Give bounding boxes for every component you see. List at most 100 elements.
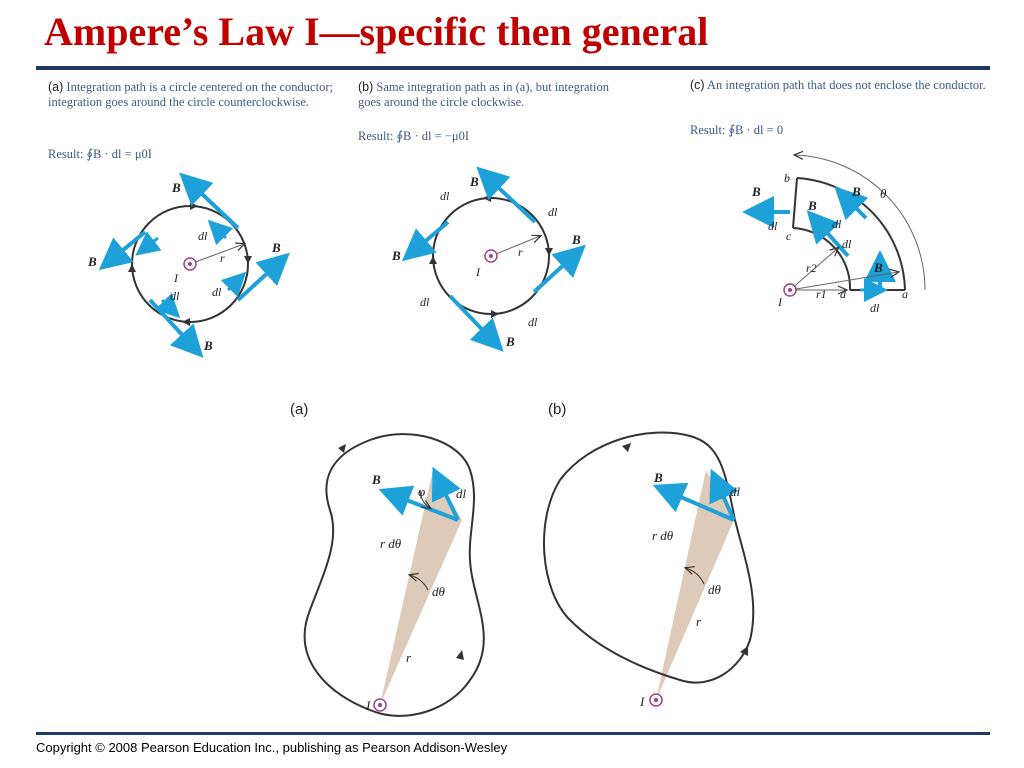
panel-a-dl-label: dl: [170, 289, 180, 303]
panel-b-b-vector: [448, 294, 504, 352]
panel-a-dl-label: dl: [198, 229, 208, 243]
panel-c-caption-text: An integration path that does not enclos…: [707, 78, 986, 92]
panel-c-figure: B B B B dl dl dl dl θ b c d a r2 r1 I: [742, 155, 926, 315]
lower-a-i-label: I: [365, 698, 371, 713]
panel-b-caption-text: Same integration path as in (a), but int…: [358, 80, 609, 109]
lower-b-path: [543, 431, 755, 684]
panel-b-b-vector: [532, 244, 586, 294]
panel-c-point-c: c: [786, 229, 792, 243]
panel-a-b-vector: [236, 252, 290, 302]
top-divider: [36, 66, 990, 70]
lower-b-dl-vector: [709, 468, 739, 521]
lower-b-b-label: B: [653, 470, 663, 485]
panel-c-b-label: B: [751, 184, 761, 199]
panel-c-b-label: B: [851, 184, 861, 199]
panel-c-dl-label: dl: [832, 217, 842, 231]
panel-a-caption-text: Integration path is a circle centered on…: [48, 80, 333, 109]
lower-a-dtheta-arc: [410, 575, 429, 591]
lower-a-b-label: B: [371, 472, 381, 487]
panel-a-label: (a): [48, 80, 64, 94]
panel-a-b-label: B: [171, 180, 181, 195]
panel-a-direction-arrow: [182, 318, 190, 326]
panel-a-result: Result: ∮B · dl = μ0I: [48, 147, 152, 161]
panel-b-b-vector: [401, 220, 450, 262]
panel-a-dl-vector: [154, 292, 181, 319]
panel-b-dl-label: dl: [420, 295, 430, 309]
panel-b-radius: [490, 236, 540, 257]
panel-c-theta-arc: [795, 155, 926, 291]
panel-c-b-label: B: [873, 260, 883, 275]
panel-a-dl-vector: [135, 231, 162, 256]
lower-b-direction-arrow: [622, 443, 631, 452]
panel-c-dl-label: dl: [768, 219, 778, 233]
panel-b-direction-arrow: [429, 256, 437, 264]
panel-b-r-label: r: [518, 245, 523, 259]
panel-c-label: (c): [690, 78, 705, 92]
panel-a-radius: [189, 244, 244, 265]
lower-b-r-label: r: [696, 614, 702, 629]
lower-a-phi-arc: [419, 489, 430, 508]
panel-c-outer-arc: [796, 177, 906, 291]
panel-c-theta-label: θ: [880, 186, 887, 201]
panel-b-direction-arrow: [483, 194, 491, 202]
lower-b-figure: (b) B dl r dθ dθ r I: [543, 401, 755, 709]
lower-b-label: (b): [548, 401, 566, 418]
panel-b-b-vector: [476, 166, 537, 224]
panel-a-b-label: B: [87, 254, 97, 269]
panel-b-caption: (b) Same integration path as in (a), but…: [358, 80, 633, 110]
copyright-notice: Copyright © 2008 Pearson Education Inc.,…: [36, 740, 508, 755]
panel-a-i-label: I: [173, 271, 179, 285]
lower-a-label: (a): [290, 401, 308, 418]
panel-c-r1-label: r1: [816, 287, 827, 301]
panel-b-i-label: I: [475, 265, 481, 279]
lower-a-path: [303, 433, 485, 717]
panel-b-label: (b): [358, 80, 374, 94]
panel-a-dl-vector: [220, 271, 247, 298]
panel-a-caption: (a) Integration path is a circle centere…: [48, 80, 333, 110]
panel-b-b-label: B: [505, 334, 515, 349]
panel-a-b-vector: [179, 172, 240, 230]
panel-a-figure: B B B B dl dl dl I r: [87, 172, 290, 358]
panel-c-r2-label: r2: [806, 261, 817, 275]
lower-a-direction-arrow: [456, 650, 464, 660]
slide-title: Ampere’s Law I—specific then general: [44, 9, 709, 54]
panel-a-direction-arrow: [244, 256, 252, 264]
panel-a-dl-vector: [207, 219, 234, 246]
panel-c-dl-label: dl: [870, 301, 880, 315]
lower-a-r-label: r: [406, 650, 412, 665]
lower-a-wedge: [380, 470, 462, 705]
panel-c-radial-segment: [792, 177, 798, 229]
panel-c-b-label: B: [807, 198, 817, 213]
panel-b-direction-arrow: [545, 248, 553, 256]
panel-c-point-b: b: [784, 171, 790, 185]
panel-b-dl-label: dl: [548, 205, 558, 219]
lower-b-direction-arrow: [740, 646, 748, 656]
panel-b-figure: B B B B dl dl dl dl I r: [391, 166, 586, 352]
panel-a-b-vector: [98, 230, 147, 271]
panel-a-direction-arrow: [190, 202, 198, 210]
panel-c-i-label: I: [777, 295, 783, 309]
lower-b-wedge: [656, 470, 734, 700]
lower-b-rdtheta-label: r dθ: [652, 528, 674, 543]
panel-a-b-label: B: [203, 338, 213, 353]
lower-b-dtheta-label: dθ: [708, 582, 722, 597]
panel-a-dl-label: dl: [212, 285, 222, 299]
panel-c-dl-label: dl: [842, 237, 852, 251]
panel-c-b-vector: [806, 210, 850, 258]
panel-c-r2: [789, 272, 898, 291]
lower-a-rdtheta-label: r dθ: [380, 536, 402, 551]
panel-c-result: Result: ∮B · dl = 0: [690, 123, 784, 137]
panel-b-b-label: B: [571, 232, 581, 247]
panel-a-b-vector: [148, 298, 204, 358]
panel-b-result: Result: ∮B · dl = −μ0I: [358, 129, 469, 143]
panel-b-dl-label: dl: [528, 315, 538, 329]
panel-c-point-d: d: [840, 287, 847, 301]
lower-a-figure: (a) B dl φ r dθ dθ r I: [290, 401, 485, 717]
panel-c-b-vector: [834, 186, 869, 221]
panel-c-point-a: a: [902, 287, 908, 301]
panel-b-b-label: B: [391, 248, 401, 263]
lower-a-direction-arrow: [338, 444, 346, 453]
lower-a-dl-label: dl: [456, 486, 467, 501]
panel-b-dl-label: dl: [440, 189, 450, 203]
panel-a-r-label: r: [220, 251, 225, 265]
